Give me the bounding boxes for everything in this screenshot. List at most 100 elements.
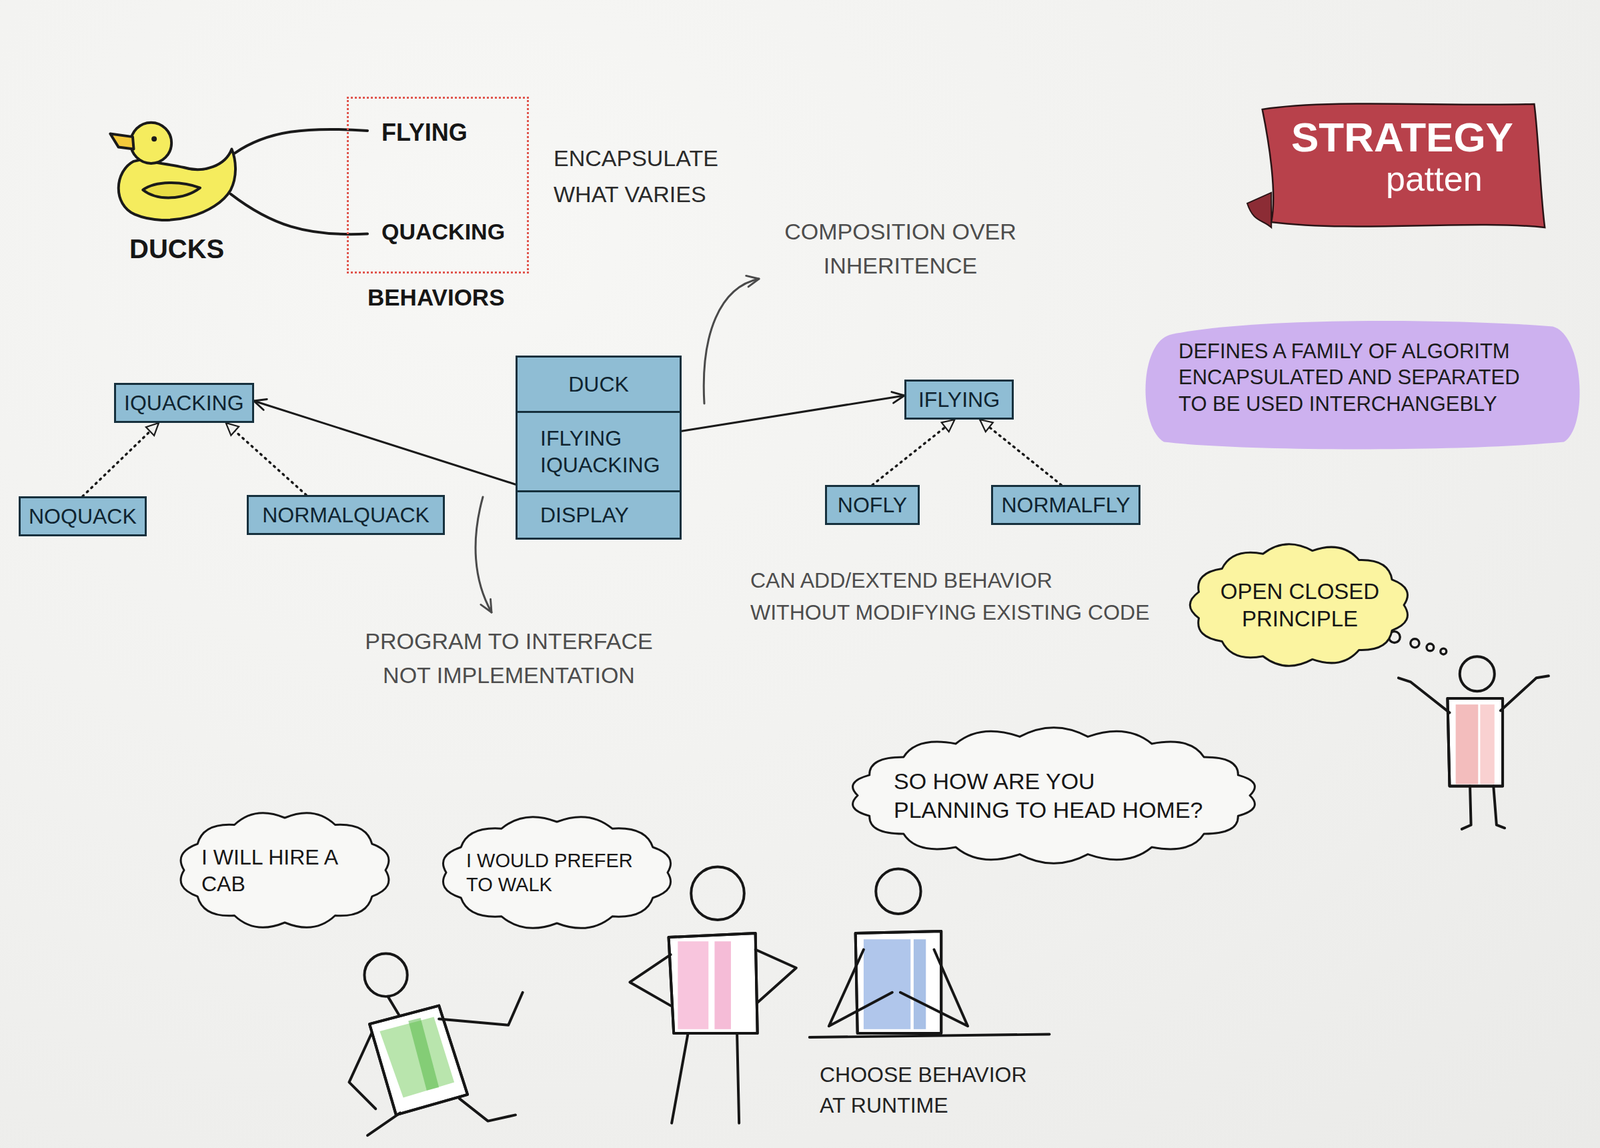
stick-figure xyxy=(855,931,942,1034)
stick-figure xyxy=(629,954,671,1006)
principle-note: PROGRAM TO INTERFACE NOT IMPLEMENTATION xyxy=(355,624,663,693)
stick-figure xyxy=(1447,698,1503,787)
stick-figure xyxy=(438,992,523,1026)
bird-illustration xyxy=(142,182,201,198)
speech-cloud: I WOULD PREFER TO WALK xyxy=(436,812,677,933)
bird-illustration xyxy=(110,122,236,221)
speech-text: I WOULD PREFER TO WALK xyxy=(466,848,648,898)
stick-figure xyxy=(629,866,796,1123)
bird-illustration xyxy=(110,134,134,150)
stick-figure xyxy=(677,941,709,1030)
behavior-name: QUACKING xyxy=(381,218,505,245)
stick-figure xyxy=(388,996,401,1018)
speech-cloud: I WILL HIRE A CAB xyxy=(174,808,395,932)
stick-figure xyxy=(714,941,731,1030)
leader-arrow xyxy=(703,278,759,404)
class-box: DUCKIFLYING IQUACKINGDISPLAY xyxy=(515,355,682,540)
bird-illustration xyxy=(151,136,157,142)
class-name: DUCK xyxy=(517,357,680,411)
stick-figure xyxy=(348,953,523,1136)
stick-figure xyxy=(875,869,921,914)
stick-figure xyxy=(408,1017,439,1091)
thought-dots xyxy=(1440,648,1447,655)
interface-box: IFLYING xyxy=(904,379,1014,420)
stick-figure xyxy=(668,933,758,1034)
stick-figure xyxy=(1447,698,1503,787)
stick-figure xyxy=(690,866,745,920)
realization-arrow xyxy=(82,422,159,497)
stick-figure xyxy=(379,1016,455,1098)
class-fields: IFLYING IQUACKING xyxy=(517,410,680,491)
thought-dots xyxy=(1426,643,1434,651)
stick-figure xyxy=(364,953,407,997)
speech-text: I WILL HIRE A CAB xyxy=(201,843,369,898)
speech-text: SO HOW ARE YOU PLANNING TO HEAD HOME? xyxy=(893,766,1214,824)
stick-figure xyxy=(1398,677,1450,713)
cloud-outline xyxy=(853,727,1256,864)
class-box: NORMALQUACK xyxy=(246,494,445,535)
node-text: NOQUACK xyxy=(28,502,137,530)
speech-cloud: SO HOW ARE YOU PLANNING TO HEAD HOME? xyxy=(847,724,1261,866)
realization-arrow xyxy=(872,419,955,485)
interface-box: IQUACKING xyxy=(114,382,255,423)
realization-arrow xyxy=(979,419,1062,485)
stick-figure xyxy=(369,1005,468,1116)
association-arrow xyxy=(681,395,905,431)
banner-fold xyxy=(1247,192,1272,228)
behavior-name: FLYING xyxy=(381,118,468,147)
principle-note: ENCAPSULATE WHAT VARIES xyxy=(553,140,767,213)
stick-figure xyxy=(369,1005,468,1116)
thought-cloud: OPEN CLOSED PRINCIPLE xyxy=(1186,540,1414,669)
node-text: IFLYING xyxy=(914,386,1004,413)
class-box: NORMALFLY xyxy=(991,484,1141,525)
stick-figure xyxy=(900,949,968,1026)
figure-caption: DUCKS xyxy=(129,232,277,265)
banner-subtitle: patten xyxy=(1385,160,1550,199)
stick-figure xyxy=(671,1033,688,1124)
node-text: NORMALQUACK xyxy=(256,501,435,529)
stick-figure xyxy=(1500,675,1549,711)
stick-figure xyxy=(668,933,758,1034)
stick-figure xyxy=(855,931,942,1034)
stick-figure xyxy=(367,1112,401,1136)
realization-arrow xyxy=(226,422,307,495)
stick-figure xyxy=(755,949,797,1003)
cloud-outline xyxy=(436,812,677,933)
group-heading: BEHAVIORS xyxy=(367,284,505,311)
cloud-outline xyxy=(1189,544,1408,666)
node-text: NOFLY xyxy=(835,491,910,519)
class-box: NOQUACK xyxy=(18,496,147,537)
stick-figure xyxy=(913,939,926,1030)
stick-figure xyxy=(1493,786,1505,829)
node-text: IQUACKING xyxy=(124,389,245,417)
blob-fill xyxy=(1145,320,1580,449)
stick-figure xyxy=(863,939,911,1030)
stick-figure xyxy=(459,1098,516,1122)
scene-caption: CHOOSE BEHAVIOR AT RUNTIME xyxy=(819,1059,1047,1122)
bird-illustration xyxy=(118,148,236,220)
bird-illustration xyxy=(130,122,172,164)
principle-note: CAN ADD/EXTEND BEHAVIOR WITHOUT MODIFYIN… xyxy=(750,564,1178,629)
cloud-outline xyxy=(174,808,395,932)
thought-dots xyxy=(1388,631,1446,655)
leader-arrow xyxy=(475,278,759,613)
stick-figure xyxy=(736,1033,739,1124)
sketch-figures xyxy=(110,122,1549,1136)
stick-figure xyxy=(809,869,1050,1038)
definition-text: DEFINES A FAMILY OF ALGORITM ENCAPSULATE… xyxy=(1178,338,1551,417)
node-text: NORMALFLY xyxy=(1001,491,1131,519)
cloud-outline xyxy=(1186,540,1414,669)
table-line xyxy=(809,1033,1050,1038)
stick-figure xyxy=(348,1033,376,1109)
cloud-outline xyxy=(442,817,671,929)
association-arrow xyxy=(254,400,516,485)
principle-note: COMPOSITION OVER INHERITENCE xyxy=(766,214,1034,283)
stick-figure xyxy=(1455,704,1479,784)
stick-figure xyxy=(1479,704,1494,784)
stick-figure xyxy=(1459,656,1495,691)
cloud-outline xyxy=(180,813,389,928)
stick-figure xyxy=(829,949,893,1026)
thought-text: OPEN CLOSED PRINCIPLE xyxy=(1215,577,1384,633)
banner-title: STRATEGY xyxy=(1291,114,1550,161)
